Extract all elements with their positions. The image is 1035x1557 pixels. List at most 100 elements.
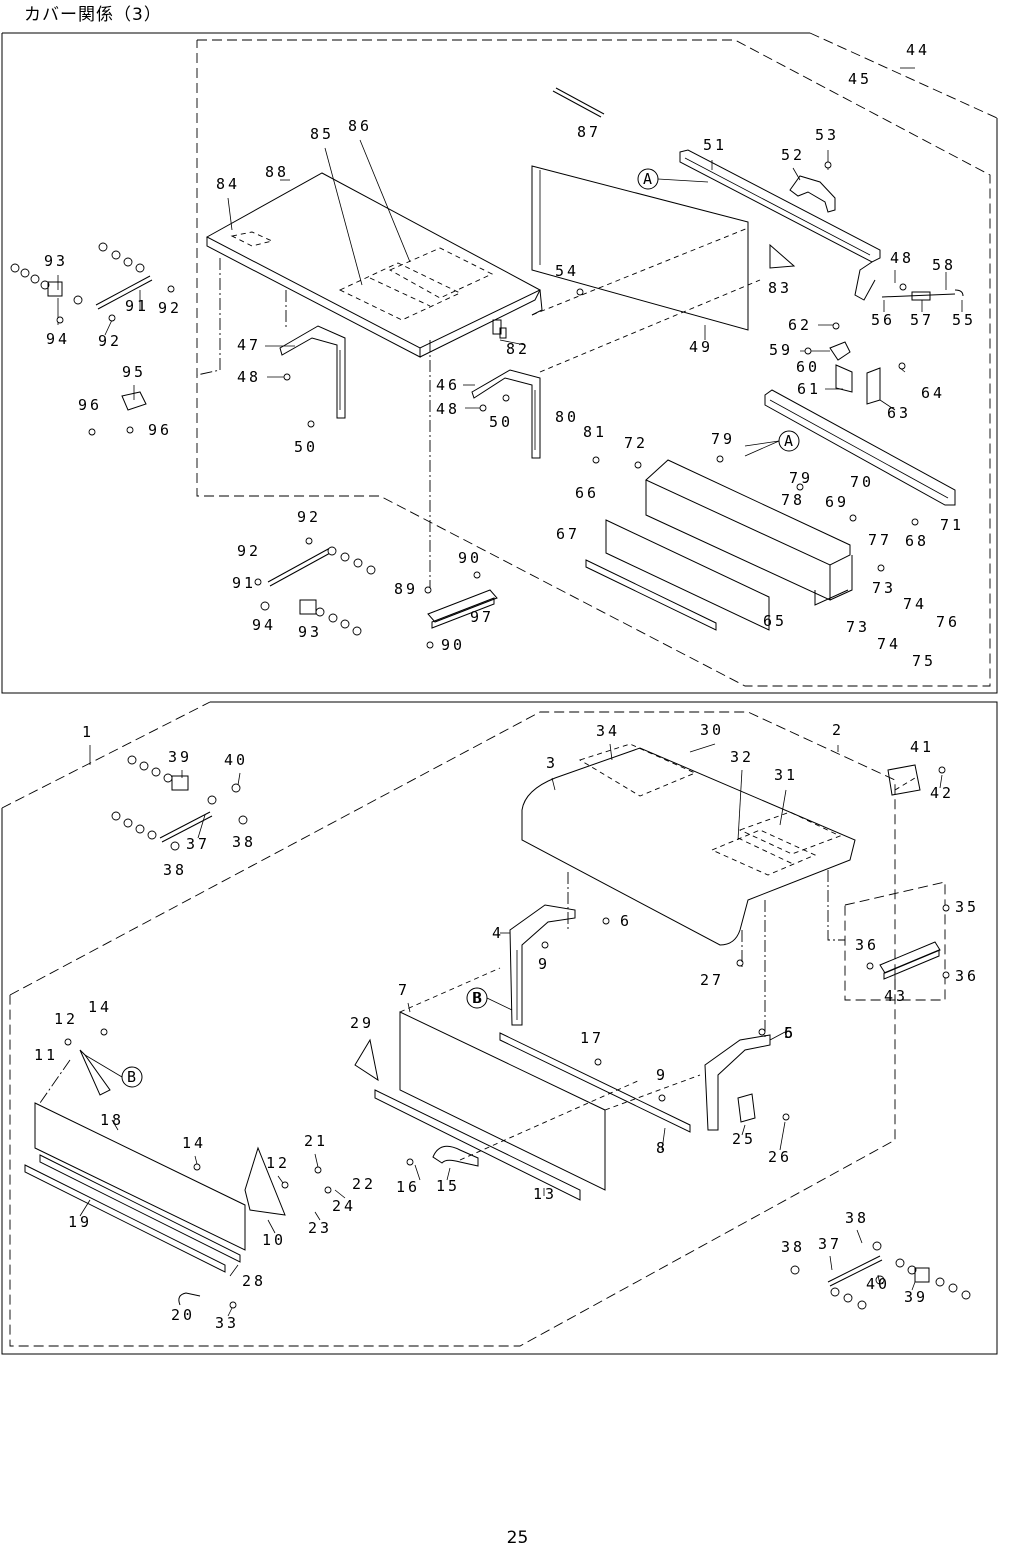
part-label-u86: 86	[348, 117, 372, 135]
part-label-l3: 3	[546, 754, 558, 772]
part-label-u80: 80	[555, 408, 579, 426]
part-label-u94b: 94	[252, 616, 276, 634]
part-label-u96b: 96	[148, 421, 172, 439]
part-label-u57: 57	[910, 311, 934, 329]
part-label-u90a: 90	[458, 549, 482, 567]
panel-18	[34, 1102, 246, 1251]
part-label-u91b: 91	[232, 574, 256, 592]
part-label-l17: 17	[580, 1029, 604, 1047]
part-label-l14a: 14	[88, 998, 112, 1016]
gas-spring-37-left	[111, 755, 248, 851]
part-label-l42: 42	[930, 784, 954, 802]
hinge-97	[427, 589, 498, 629]
part-label-l21: 21	[304, 1132, 328, 1150]
part-label-l13: 13	[533, 1185, 557, 1203]
svg-text:B: B	[472, 989, 481, 1007]
bracket-5	[704, 1034, 771, 1131]
part-label-u92b: 92	[98, 332, 122, 350]
part-label-l19: 19	[68, 1213, 92, 1231]
part-label-u67: 67	[556, 525, 580, 543]
part-label-u60: 60	[796, 358, 820, 376]
part-label-u84: 84	[216, 175, 240, 193]
part-label-u45: 45	[848, 70, 872, 88]
gas-spring-91-left	[10, 242, 153, 310]
part-label-u73b: 73	[846, 618, 870, 636]
page-title: カバー関係（3）	[24, 5, 162, 25]
part-label-l14b: 14	[182, 1134, 206, 1152]
lower-connectors	[39, 777, 916, 1161]
hook-20	[178, 1292, 201, 1306]
part-label-u48b: 48	[237, 368, 261, 386]
callout-B-left: B	[84, 1054, 143, 1088]
part-label-u62: 62	[788, 316, 812, 334]
part-label-u64: 64	[921, 384, 945, 402]
bracket-10	[244, 1146, 286, 1216]
link-57	[881, 289, 964, 301]
part-label-u55: 55	[952, 311, 976, 329]
bracket-95	[121, 391, 147, 411]
part-label-u50b: 50	[294, 438, 318, 456]
part-label-u51: 51	[703, 136, 727, 154]
upper-leader-lines	[57, 67, 963, 411]
gas-spring-91-bottom	[260, 546, 376, 636]
part-label-l26: 26	[768, 1148, 792, 1166]
part-label-u44: 44	[906, 41, 930, 59]
strip-19	[24, 1164, 226, 1273]
part-label-l12a: 12	[54, 1010, 78, 1028]
part-label-u92d: 92	[237, 542, 261, 560]
label-83	[769, 243, 796, 269]
part-label-u97: 97	[470, 608, 494, 626]
part-label-l34: 34	[596, 722, 620, 740]
part-label-l18: 18	[100, 1111, 124, 1129]
part-label-l28: 28	[242, 1272, 266, 1290]
part-label-u79a: 79	[711, 430, 735, 448]
part-label-u92c: 92	[297, 508, 321, 526]
gas-spring-37-right	[790, 1241, 971, 1310]
part-label-l40a: 40	[224, 751, 248, 769]
handle-52	[789, 175, 836, 213]
part-label-u73a: 73	[872, 579, 896, 597]
strip-28	[39, 1154, 241, 1263]
part-label-l30: 30	[700, 721, 724, 739]
part-label-l31: 31	[774, 766, 798, 784]
part-label-l41: 41	[910, 738, 934, 756]
part-label-u85: 85	[310, 125, 334, 143]
part-label-l39a: 39	[168, 748, 192, 766]
part-label-l4: 4	[492, 924, 504, 942]
part-label-u53: 53	[815, 126, 839, 144]
part-label-u79b: 79	[789, 469, 813, 487]
part-label-u46: 46	[436, 376, 460, 394]
part-label-u74b: 74	[877, 635, 901, 653]
panel-7	[399, 1011, 606, 1191]
part-label-u92a: 92	[158, 299, 182, 317]
part-label-l11: 11	[34, 1046, 58, 1064]
part-label-l35: 35	[955, 898, 979, 916]
part-label-u90b: 90	[441, 636, 465, 654]
part-label-u76: 76	[936, 613, 960, 631]
hinge-43	[879, 941, 941, 980]
part-label-l6a: 6	[620, 912, 632, 930]
part-label-u69: 69	[825, 493, 849, 511]
part-label-l7: 7	[398, 981, 410, 999]
part-label-u96a: 96	[78, 396, 102, 414]
lower-hardware	[64, 766, 950, 1309]
part-label-l40b: 40	[866, 1275, 890, 1293]
part-label-u48a: 48	[890, 249, 914, 267]
part-label-l12b: 12	[266, 1154, 290, 1172]
part-label-u52: 52	[781, 146, 805, 164]
upper-assembly-frame	[1, 32, 998, 694]
part-label-u75: 75	[912, 652, 936, 670]
part-label-u63: 63	[887, 404, 911, 422]
part-label-u50a: 50	[489, 413, 513, 431]
part-label-l39b: 39	[904, 1288, 928, 1306]
part-label-l9a: 9	[538, 955, 550, 973]
hinge-25	[737, 1093, 756, 1123]
part-label-u48c: 48	[436, 400, 460, 418]
lower-cover-65	[645, 459, 853, 606]
part-label-l27: 27	[700, 971, 724, 989]
part-label-u49: 49	[689, 338, 713, 356]
part-label-l43: 43	[884, 987, 908, 1005]
callout-A-lower: A	[744, 430, 800, 457]
